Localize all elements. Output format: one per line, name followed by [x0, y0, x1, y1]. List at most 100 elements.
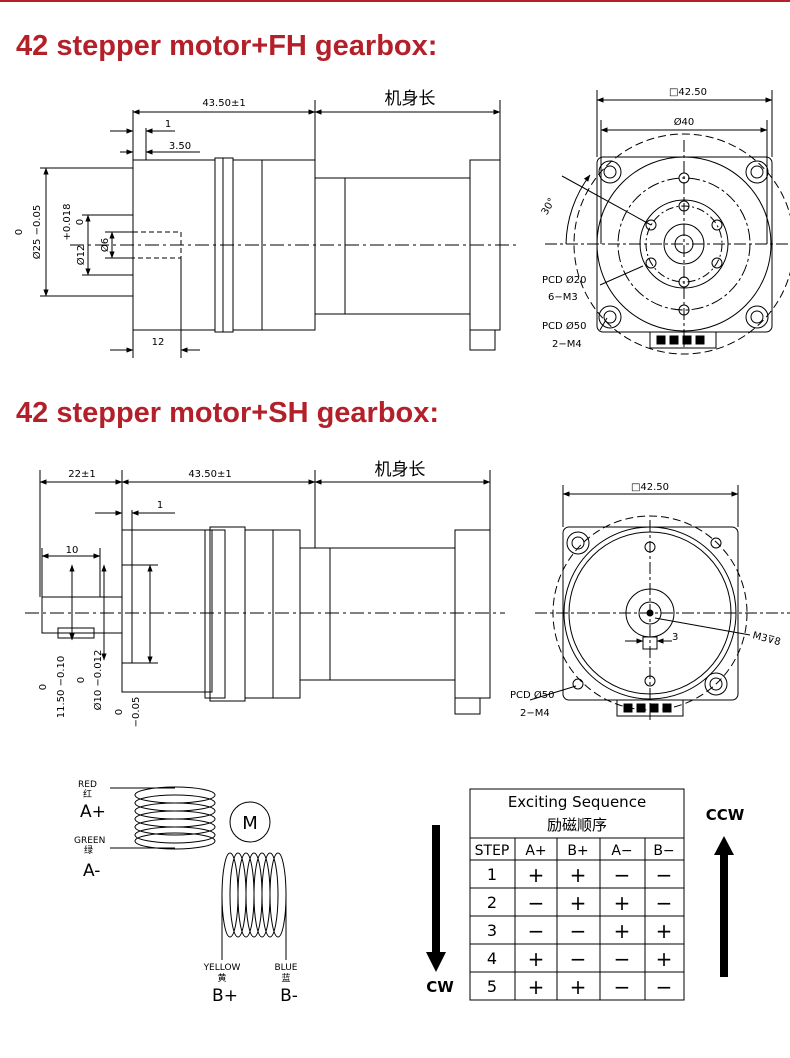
fh-motor-body: [314, 177, 471, 315]
fh-dim-1: 1: [165, 119, 171, 130]
table-cell: −: [656, 975, 673, 999]
table-cell: 3: [487, 921, 497, 940]
fh-dim-length: 43.50±1: [202, 98, 245, 109]
sequence-table: [469, 788, 685, 1001]
motor-symbol-label: M: [242, 813, 258, 834]
sh-front-m3: M3⊽8: [751, 630, 782, 648]
sh-side-view: [25, 470, 505, 715]
table-cell: −: [528, 891, 545, 915]
sh-dim-length: 43.50±1: [188, 469, 231, 480]
sh-front-view: [529, 485, 790, 720]
fh-front-square-dim: □42.50: [669, 87, 707, 98]
fh-tol-d12-b: 0: [75, 219, 86, 225]
table-cell: −: [528, 919, 545, 943]
ccw-arrow: [714, 836, 734, 977]
sh-dim-10: 10: [66, 545, 79, 556]
table-cell: 1: [487, 865, 497, 884]
fh-front-pcd20: PCD Ø20: [542, 274, 587, 286]
fh-front-pcd50: PCD Ø50: [542, 320, 587, 332]
fh-tol-d25-b: Ø25 −0.05: [31, 205, 43, 259]
sh-tol-a0: 0: [38, 684, 49, 690]
wiring-diagram: [110, 786, 287, 960]
cw-arrow: [426, 825, 446, 972]
fh-dim-body-length: 机身长: [385, 89, 436, 109]
table-cell: −: [614, 947, 631, 971]
fh-dim-350: 3.50: [169, 141, 191, 152]
wire-b-plus: B+: [212, 986, 238, 1006]
wire-a-minus: A-: [83, 861, 100, 881]
cw-label: CW: [426, 978, 454, 996]
table-cell: +: [614, 919, 631, 943]
wire-b-minus: B-: [280, 986, 298, 1006]
sh-gearbox-body: [121, 529, 213, 693]
table-cell: +: [656, 947, 673, 971]
table-cell: +: [528, 975, 545, 999]
table-cell: 5: [487, 977, 497, 996]
wiring-labels: RED 红 A+ GREEN 绿 A- M YELLOW 黄 B+ BLUE 蓝…: [74, 780, 298, 1006]
wire-blue-en: BLUE: [274, 963, 297, 973]
fh-dim-12: 12: [152, 337, 165, 348]
sh-tol-b: Ø10 −0.012: [92, 650, 104, 711]
table-header: STEP: [475, 843, 510, 859]
sh-tol-c: −0.05: [131, 697, 142, 728]
sh-side-dim-labels: 22±1 43.50±1 机身长 1 10 0 11.50 −0.10 0 Ø1…: [38, 460, 426, 727]
table-header: A+: [525, 843, 546, 859]
table-cell: +: [570, 975, 587, 999]
wire-yellow-en: YELLOW: [203, 963, 241, 973]
fh-front-view: [545, 90, 790, 355]
wire-green-en: GREEN: [74, 836, 105, 846]
sh-front-square-dim: □42.50: [631, 482, 669, 493]
sequence-title-cn: 励磁顺序: [547, 816, 607, 834]
sh-tol-b0: 0: [76, 677, 87, 683]
table-cell: +: [656, 919, 673, 943]
table-cell: −: [614, 863, 631, 887]
sh-dim-body-length: 机身长: [375, 460, 426, 480]
motor-symbol: [229, 801, 271, 843]
wire-green-cn: 绿: [84, 844, 93, 856]
top-accent-line: [0, 0, 790, 2]
sh-tol-a: 11.50 −0.10: [56, 656, 67, 718]
wire-blue-cn: 蓝: [281, 972, 290, 984]
fh-front-d40-dim: Ø40: [674, 116, 695, 128]
table-cell: −: [614, 975, 631, 999]
table-cell: +: [570, 891, 587, 915]
sh-section-title: 42 stepper motor+SH gearbox:: [16, 397, 440, 429]
sh-front-pcd50: PCD Ø50: [510, 689, 555, 701]
sequence-title-en: Exciting Sequence: [508, 793, 646, 811]
fh-side-dim-labels: 43.50±1 机身长 1 3.50 12 0 Ø25 −0.05 +0.018…: [14, 89, 436, 348]
fh-tol-d6: Ø6: [99, 238, 111, 252]
fh-tol-d25-a: 0: [14, 229, 25, 235]
table-cell: +: [528, 863, 545, 887]
sequence-table-text: Exciting Sequence 励磁顺序 STEP A+ B+ A− B− …: [475, 793, 675, 999]
table-cell: +: [570, 863, 587, 887]
wire-yellow-cn: 黄: [217, 972, 226, 984]
fh-tol-d12-a: +0.018: [62, 203, 73, 240]
table-cell: −: [570, 919, 587, 943]
fh-front-2m4: 2−M4: [552, 339, 582, 350]
fh-tol-d12-c: Ø12: [75, 245, 87, 266]
sh-dim-22: 22±1: [68, 469, 95, 480]
table-header: B+: [567, 843, 588, 859]
sh-front-2m4: 2−M4: [520, 708, 550, 719]
fh-side-view: [40, 100, 520, 358]
fh-front-angle: 30°: [540, 196, 558, 217]
table-cell: +: [528, 947, 545, 971]
table-cell: +: [614, 891, 631, 915]
table-cell: −: [656, 891, 673, 915]
fh-front-6m3: 6−M3: [548, 292, 578, 303]
sh-dim-1: 1: [157, 500, 163, 511]
wire-a-plus: A+: [80, 802, 106, 822]
sh-tol-c0: 0: [114, 709, 125, 715]
table-header: A−: [611, 843, 632, 859]
table-cell: −: [570, 947, 587, 971]
table-header: B−: [653, 843, 674, 859]
table-cell: −: [656, 863, 673, 887]
sh-front-3: 3: [672, 632, 678, 643]
sh-motor-body: [299, 547, 456, 681]
wire-red-en: RED: [78, 780, 97, 790]
wire-red-cn: 红: [83, 788, 92, 800]
ccw-label: CCW: [706, 806, 745, 824]
table-cell: 4: [487, 949, 497, 968]
fh-section-title: 42 stepper motor+FH gearbox:: [16, 30, 438, 62]
